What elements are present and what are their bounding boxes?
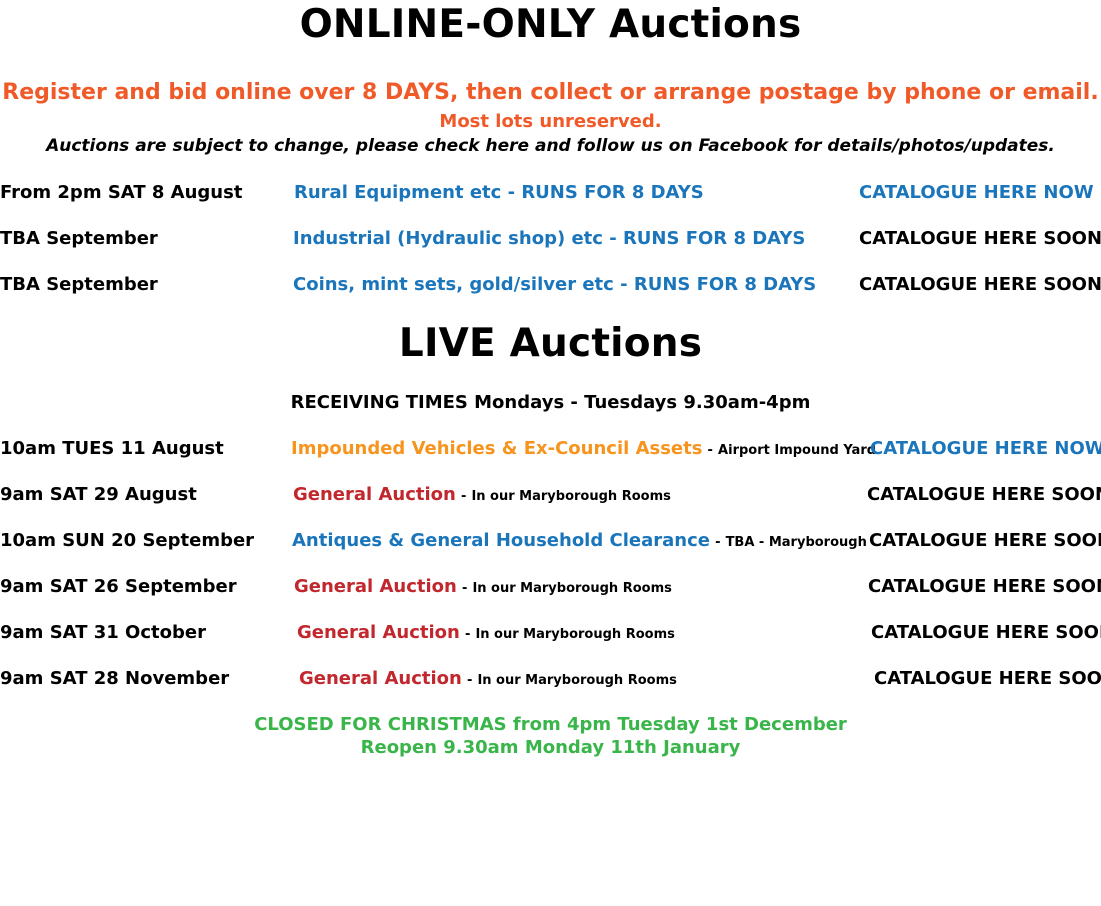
live-row-4-detail: General Auction - In our Maryborough Roo… [294, 576, 672, 597]
live-row-1-detail: Impounded Vehicles & Ex-Council Assets -… [291, 438, 876, 459]
reopen-notice: Reopen 9.30am Monday 11th January [360, 737, 741, 758]
online-row-2-catalogue: CATALOGUE HERE SOON [859, 228, 1101, 249]
online-intro-register: Register and bid online over 8 DAYS, the… [2, 80, 1099, 105]
live-row-6-date: 9am SAT 28 November [0, 668, 230, 689]
christmas-closure-notice: CLOSED FOR CHRISTMAS from 4pm Tuesday 1s… [254, 714, 847, 735]
online-intro-notice: Auctions are subject to change, please c… [46, 136, 1055, 156]
live-row-6-separator: - [466, 673, 473, 688]
live-row-5-separator: - [464, 627, 471, 642]
live-row-6-venue: In our Maryborough Rooms [477, 673, 677, 688]
live-row-6-name: General Auction [299, 668, 462, 689]
receiving-times: RECEIVING TIMES Mondays - Tuesdays 9.30a… [290, 392, 811, 413]
live-row-5-venue: In our Maryborough Rooms [475, 627, 675, 642]
live-row-2-name: General Auction [293, 484, 456, 505]
online-intro-unreserved: Most lots unreserved. [439, 111, 662, 132]
live-row-1-name: Impounded Vehicles & Ex-Council Assets [291, 438, 703, 459]
live-row-3-venue: TBA - Maryborough [725, 535, 867, 550]
live-row-3-detail: Antiques & General Household Clearance -… [292, 530, 867, 551]
online-auctions-title: ONLINE-ONLY Auctions [299, 2, 802, 47]
live-row-1-catalogue-link[interactable]: CATALOGUE HERE NOW [870, 438, 1101, 459]
live-row-1-separator: - [707, 443, 713, 458]
live-row-1-venue: Airport Impound Yard [718, 443, 877, 458]
online-row-3-date: TBA September [0, 274, 158, 295]
live-row-4-separator: - [461, 581, 468, 596]
live-row-3-date: 10am SUN 20 September [0, 530, 255, 551]
live-row-3-separator: - [715, 535, 721, 550]
online-row-3-catalogue: CATALOGUE HERE SOON [859, 274, 1101, 295]
live-row-2-separator: - [460, 489, 467, 504]
live-row-5-detail: General Auction - In our Maryborough Roo… [297, 622, 675, 643]
live-row-5-name: General Auction [297, 622, 460, 643]
live-row-4-catalogue: CATALOGUE HERE SOON [868, 576, 1101, 597]
online-row-1-date: From 2pm SAT 8 August [0, 182, 243, 203]
live-row-2-detail: General Auction - In our Maryborough Roo… [293, 484, 671, 505]
live-row-3-catalogue: CATALOGUE HERE SOON [869, 530, 1101, 551]
live-row-4-date: 9am SAT 26 September [0, 576, 237, 597]
live-row-4-name: General Auction [294, 576, 457, 597]
live-row-6-detail: General Auction - In our Maryborough Roo… [299, 668, 677, 689]
online-row-3-name: Coins, mint sets, gold/silver etc - RUNS… [293, 274, 817, 295]
live-row-5-date: 9am SAT 31 October [0, 622, 206, 643]
live-row-2-date: 9am SAT 29 August [0, 484, 197, 505]
online-row-2-date: TBA September [0, 228, 158, 249]
live-row-2-catalogue: CATALOGUE HERE SOON [867, 484, 1101, 505]
online-row-2-name: Industrial (Hydraulic shop) etc - RUNS F… [293, 228, 806, 249]
live-auctions-title: LIVE Auctions [398, 321, 703, 366]
online-row-1-name: Rural Equipment etc - RUNS FOR 8 DAYS [294, 182, 704, 203]
online-row-1-catalogue-link[interactable]: CATALOGUE HERE NOW [859, 182, 1094, 203]
live-row-6-catalogue: CATALOGUE HERE SOON [874, 668, 1101, 689]
live-row-3-name: Antiques & General Household Clearance [292, 530, 710, 551]
live-row-2-venue: In our Maryborough Rooms [471, 489, 671, 504]
live-row-5-catalogue: CATALOGUE HERE SOON [871, 622, 1101, 643]
live-row-1-date: 10am TUES 11 August [0, 438, 224, 459]
live-row-4-venue: In our Maryborough Rooms [472, 581, 672, 596]
